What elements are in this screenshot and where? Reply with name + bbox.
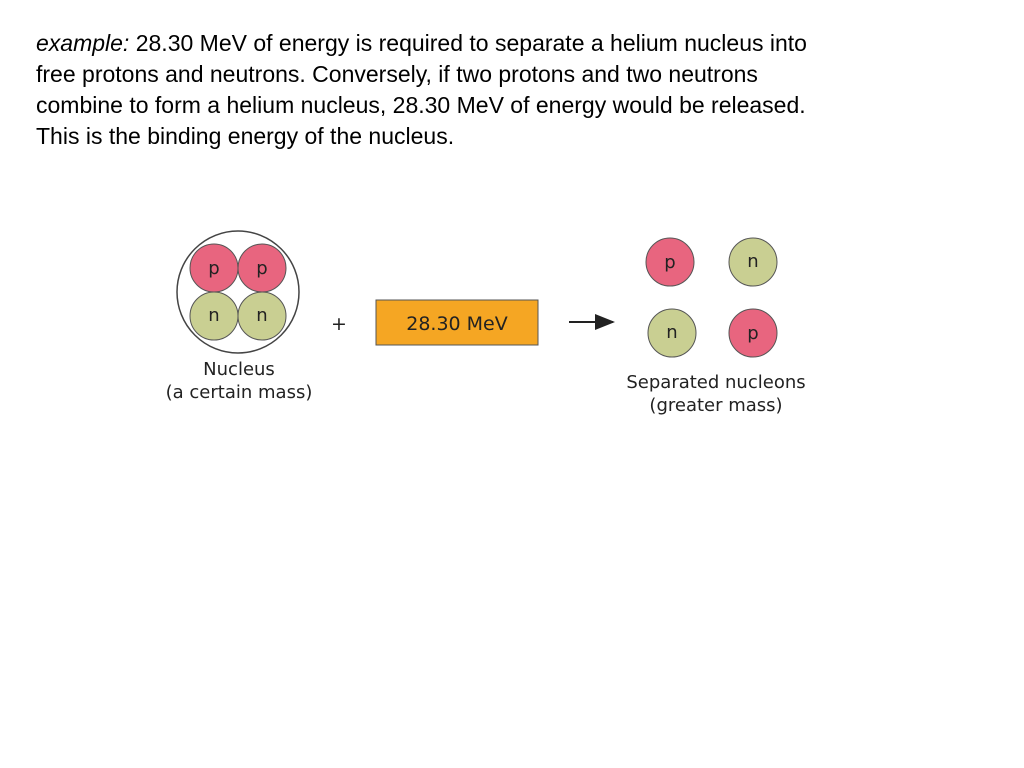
intro-line-2: free protons and neutrons. Conversely, i… (36, 61, 758, 87)
nucleus-proton-2-label: p (256, 258, 267, 279)
free-neutron-1-label: n (747, 251, 758, 272)
nucleus-neutron-2 (237, 291, 287, 341)
free-proton-1 (645, 237, 695, 287)
free-neutron-2-label: n (666, 322, 677, 343)
free-proton-1-label: p (664, 252, 675, 273)
separated-nucleons-group: p n n p Separated nucleons (greater mass… (626, 237, 806, 416)
free-neutron-1 (728, 237, 778, 287)
nucleus-caption-line-2: (a certain mass) (166, 382, 313, 403)
separated-caption-line-2: (greater mass) (649, 395, 782, 416)
nucleus-group: p p n n Nucleus (a certain mass) (166, 230, 313, 403)
intro-line-4: This is the binding energy of the nucleu… (36, 123, 455, 149)
intro-text: example: 28.30 MeV of energy is required… (36, 28, 936, 152)
nucleus-boundary (176, 230, 300, 354)
plus-sign: + (331, 313, 347, 335)
nucleus-caption-line-1: Nucleus (203, 359, 275, 380)
energy-label: 28.30 MeV (406, 313, 508, 335)
intro-lead: example: (36, 30, 130, 56)
free-proton-2 (728, 308, 778, 358)
intro-line-1: example: 28.30 MeV of energy is required… (36, 28, 936, 59)
free-proton-2-label: p (747, 323, 758, 344)
intro-line-1-rest: 28.30 MeV of energy is required to separ… (129, 30, 807, 56)
intro-line-3: combine to form a helium nucleus, 28.30 … (36, 92, 806, 118)
energy-group: 28.30 MeV (375, 299, 539, 346)
free-neutron-2 (647, 308, 697, 358)
separated-caption-line-1: Separated nucleons (626, 372, 805, 393)
nucleus-neutron-1-label: n (208, 305, 219, 326)
nucleus-proton-1-label: p (208, 258, 219, 279)
nucleus-neutron-2-label: n (256, 305, 267, 326)
energy-box (375, 299, 539, 346)
